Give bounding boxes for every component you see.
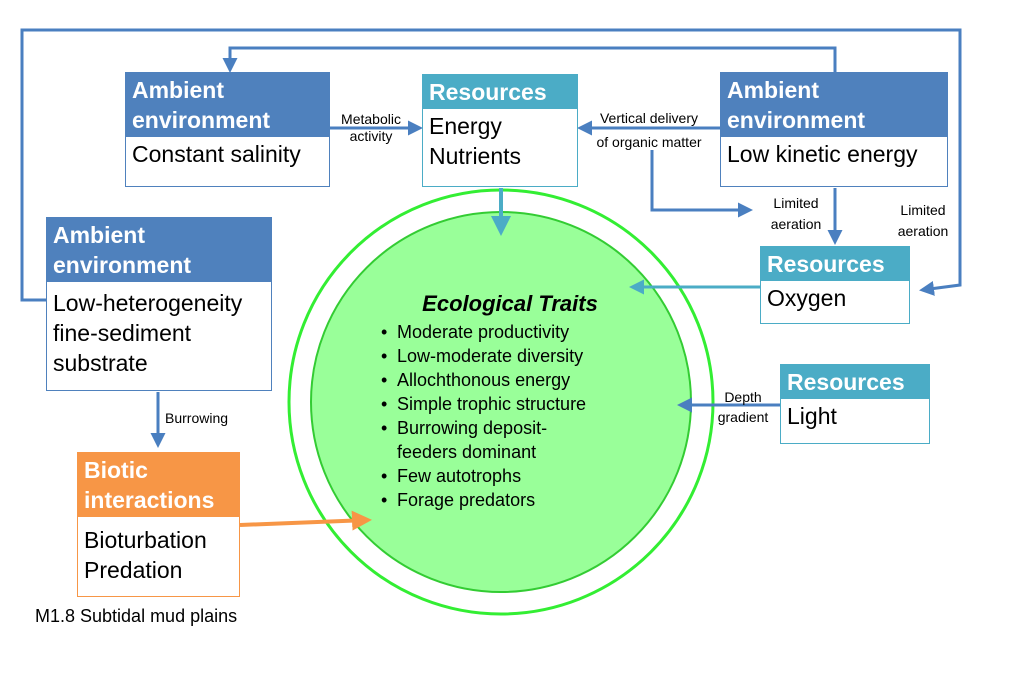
- label-burrowing: Burrowing: [165, 410, 245, 427]
- trait-item: Few autotrophs: [375, 464, 645, 488]
- resources-oxygen-header: Resources: [761, 247, 909, 281]
- ambient-kinetic-box: Ambient environment Low kinetic energy: [720, 72, 948, 187]
- resources-light-box: Resources Light: [780, 364, 930, 444]
- header-line: Ambient: [132, 77, 224, 103]
- resources-energy-body: Energy Nutrients: [423, 109, 577, 173]
- label-metabolic-activity: Metabolic activity: [331, 111, 411, 145]
- body-line: Energy: [429, 113, 502, 139]
- ambient-kinetic-header: Ambient environment: [721, 73, 947, 137]
- label-line: of organic matter: [596, 134, 702, 150]
- header-line: Ambient: [727, 77, 819, 103]
- header-line: Biotic: [84, 457, 148, 483]
- resources-light-header: Resources: [781, 365, 929, 399]
- ambient-substrate-header: Ambient environment: [47, 218, 271, 282]
- trait-item: Allochthonous energy: [375, 368, 645, 392]
- body-line: Light: [787, 403, 837, 429]
- traits-title: Ecological Traits: [422, 291, 598, 316]
- traits-list: Moderate productivity Low-moderate diver…: [375, 320, 645, 512]
- label-line: Depth: [724, 389, 762, 405]
- trait-item: Forage predators: [375, 488, 645, 512]
- header-line: Ambient: [53, 222, 145, 248]
- ambient-salinity-header: Ambient environment: [126, 73, 329, 137]
- arrow-biotic-to-traits: [239, 510, 372, 531]
- label-line: Limited: [900, 202, 946, 218]
- header-line: Resources: [429, 79, 547, 105]
- header-line: interactions: [84, 487, 215, 513]
- label-line: Burrowing: [165, 410, 229, 426]
- resources-light-body: Light: [781, 399, 929, 433]
- label-line: aeration: [897, 223, 949, 239]
- ambient-salinity-body: Constant salinity: [126, 137, 329, 171]
- resources-oxygen-body: Oxygen: [761, 281, 909, 315]
- body-line: Nutrients: [429, 143, 522, 169]
- label-line: Metabolic: [341, 111, 401, 127]
- resources-energy-box: Resources Energy Nutrients: [422, 74, 578, 187]
- label-line: activity: [349, 128, 393, 144]
- body-line: Low kinetic energy: [727, 141, 918, 167]
- resources-energy-header: Resources: [423, 75, 577, 109]
- body-line: Bioturbation: [84, 527, 207, 553]
- label-line: Vertical delivery: [599, 110, 699, 126]
- header-line: environment: [53, 252, 192, 278]
- body-line: Constant salinity: [132, 141, 301, 167]
- arrow-aeration-inner: [650, 150, 753, 218]
- loop-kinetic-to-salinity: [222, 46, 837, 73]
- figure-caption: M1.8 Subtidal mud plains: [35, 606, 238, 626]
- biotic-interactions-header: Biotic interactions: [78, 453, 239, 517]
- trait-item: Simple trophic structure: [375, 392, 645, 416]
- body-line: Low-heterogeneity: [53, 290, 243, 316]
- header-line: Resources: [787, 369, 905, 395]
- body-line: fine-sediment: [53, 320, 192, 346]
- header-line: environment: [132, 107, 271, 133]
- label-line: gradient: [717, 409, 769, 425]
- label-line: aeration: [770, 216, 822, 232]
- label-depth-gradient: Depth gradient: [708, 389, 778, 426]
- trait-item: Low-moderate diversity: [375, 344, 645, 368]
- header-line: environment: [727, 107, 866, 133]
- label-line: Limited: [773, 195, 819, 211]
- body-line: Predation: [84, 557, 183, 583]
- body-line: substrate: [53, 350, 148, 376]
- biotic-interactions-box: Biotic interactions Bioturbation Predati…: [77, 452, 240, 597]
- loop-substrate-to-salinity: [20, 28, 962, 302]
- ambient-salinity-box: Ambient environment Constant salinity: [125, 72, 330, 187]
- ambient-substrate-box: Ambient environment Low-heterogeneity fi…: [46, 217, 272, 391]
- body-line: Oxygen: [767, 285, 847, 311]
- biotic-interactions-body: Bioturbation Predation: [78, 517, 239, 587]
- label-vertical-delivery: Vertical delivery of organic matter: [580, 110, 718, 151]
- ambient-substrate-body: Low-heterogeneity fine-sediment substrat…: [47, 282, 271, 380]
- resources-oxygen-box: Resources Oxygen: [760, 246, 910, 324]
- ambient-kinetic-body: Low kinetic energy: [721, 137, 947, 171]
- trait-item-continued: feeders dominant: [397, 442, 537, 462]
- label-limited-aeration-inner: Limited aeration: [762, 195, 830, 233]
- label-limited-aeration-outer: Limited aeration: [888, 202, 958, 240]
- trait-item: Moderate productivity: [375, 320, 645, 344]
- ecological-traits: Ecological Traits Moderate productivity …: [375, 290, 645, 512]
- trait-item: Burrowing deposit-: [375, 416, 645, 440]
- header-line: Resources: [767, 251, 885, 277]
